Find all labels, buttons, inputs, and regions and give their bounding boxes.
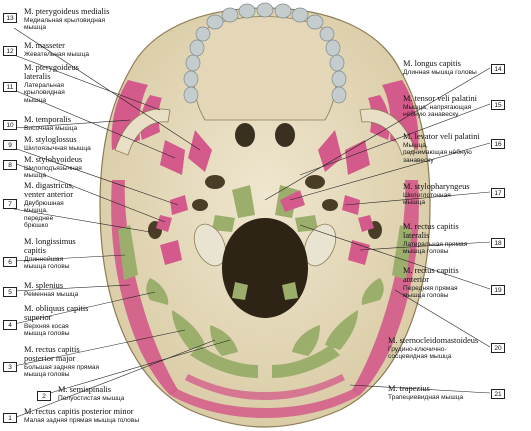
leader-lines <box>13 27 491 419</box>
foramen-magnum <box>222 218 308 318</box>
label-19: M. rectus capitis anterior Передняя прям… <box>403 266 459 300</box>
label-1: M. rectus capitis posterior minor Малая … <box>24 407 140 424</box>
label-number-13: 13 <box>3 13 17 23</box>
label-2: M. semispinalis Полуостистая мышца <box>58 385 125 402</box>
label-number-1: 1 <box>3 413 17 423</box>
semispinalis-right <box>272 345 340 378</box>
pterygoid-medial-left <box>188 130 212 172</box>
label-18: M. rectus capitis lateralis Латеральная … <box>403 222 468 256</box>
label-number-12: 12 <box>3 46 17 56</box>
label-20: M. sternocleidomastoideus Грудино-ключич… <box>388 336 479 361</box>
label-number-17: 17 <box>491 188 505 198</box>
label-number-9: 9 <box>3 140 17 150</box>
label-number-20: 20 <box>491 343 505 353</box>
rectus-capitis-post-minor-right <box>292 325 320 356</box>
longus-capitis-left <box>232 185 255 218</box>
label-number-2: 2 <box>37 391 51 401</box>
label-number-4: 4 <box>3 320 17 330</box>
obliquus-capitis-superior-left <box>146 278 169 305</box>
semispinalis-left <box>190 345 258 378</box>
label-11: M. pterygoideus lateralis Латеральная кр… <box>24 63 79 104</box>
label-number-5: 5 <box>3 287 17 297</box>
label-10: M. temporalis Височная мышца <box>24 115 78 132</box>
label-21: M. trapezius Трапециевидная мышца <box>388 384 464 401</box>
label-15: M. tensor veli palatini Мышца, напрягающ… <box>403 94 477 119</box>
rectus-capitis-post-major-right <box>325 310 358 350</box>
label-13: M. pterygoideus medialis Медиальная крыл… <box>24 7 110 32</box>
rectus-capitis-post-minor-left <box>210 325 238 356</box>
label-6: M. longissimus capitis Длиннейшая мышца … <box>24 237 76 271</box>
label-14: M. longus capitis Длинная мышца головы <box>403 59 477 76</box>
obliquus-capitis-superior-right <box>361 278 384 305</box>
rectus-capitis-anterior-right <box>295 215 318 232</box>
hard-palate <box>193 16 337 121</box>
pterygoid-lateral-left <box>160 140 185 175</box>
label-5: M. splenius Ременная мышца <box>24 281 79 298</box>
label-number-6: 6 <box>3 257 17 267</box>
label-number-10: 10 <box>3 120 17 130</box>
trapezius-band <box>170 388 360 418</box>
label-3: M. rectus capitis posterior major Больша… <box>24 345 100 379</box>
pterygoid-lateral-right <box>345 140 370 175</box>
label-number-16: 16 <box>491 139 505 149</box>
label-number-7: 7 <box>3 199 17 209</box>
label-number-11: 11 <box>3 82 17 92</box>
label-number-18: 18 <box>491 238 505 248</box>
label-7: M. digastricus, venter anterior Двубрюшн… <box>24 181 75 230</box>
label-number-21: 21 <box>491 389 505 399</box>
label-17: M. stylopharyngeus Шилоглоточная мышца <box>403 182 470 207</box>
label-12: M. masseter Жевательная мышца <box>24 41 90 58</box>
label-number-8: 8 <box>3 160 17 170</box>
label-8: M. stylohyoideus Шилоподъязычная мышца <box>24 155 83 180</box>
label-number-3: 3 <box>3 362 17 372</box>
rectus-capitis-anterior-left <box>212 215 235 232</box>
rectus-capitis-post-major-left <box>172 310 205 350</box>
trapezius-band-inner <box>185 374 345 400</box>
label-number-15: 15 <box>491 100 505 110</box>
teeth-row <box>183 2 347 104</box>
label-9: M. styloglossus Шилоязычная мышца <box>24 135 91 152</box>
label-number-19: 19 <box>491 285 505 295</box>
label-16: M. levator veli palatini Мышца, поднимаю… <box>403 132 480 164</box>
label-number-14: 14 <box>491 64 505 74</box>
label-4: M. obliquus capitis superior Верхняя кос… <box>24 304 89 338</box>
